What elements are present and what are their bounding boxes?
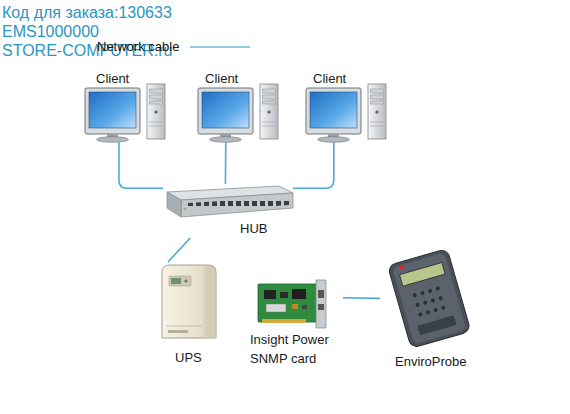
network-cable <box>119 142 163 188</box>
enviroprobe-device <box>388 249 471 349</box>
ups-node: UPS <box>158 262 220 366</box>
watermark-text: Код для заказа:130633 <box>2 4 172 22</box>
device-label: Client <box>205 71 238 87</box>
ups-device <box>162 265 216 338</box>
device-label: UPS <box>175 350 202 366</box>
client-computer <box>306 84 386 142</box>
snmp-card <box>258 280 326 328</box>
cable-label: Network cable <box>97 39 179 54</box>
client-node: Client <box>82 70 170 142</box>
client-node: Client <box>303 70 391 142</box>
watermark-text: EMS1000000 <box>2 23 99 41</box>
device-label: Insight Power SNMP card <box>250 330 343 368</box>
enviroprobe-node: EnviroProbe <box>380 250 490 368</box>
client-computer <box>85 84 165 142</box>
device-label: Client <box>96 71 129 87</box>
client-node: Client <box>195 70 283 142</box>
network-cable <box>225 142 227 184</box>
network-cable <box>293 142 334 188</box>
snmp-card-node: Insight Power SNMP card <box>248 278 343 368</box>
leader-line <box>190 46 250 47</box>
device-label: HUB <box>240 221 267 237</box>
device-label: EnviroProbe <box>395 354 467 370</box>
hub-node: HUB <box>163 184 293 238</box>
device-label: Client <box>313 71 346 87</box>
client-computer <box>198 84 278 142</box>
hub-device <box>167 186 293 217</box>
network-cable <box>343 297 380 299</box>
network-cable <box>168 238 190 262</box>
